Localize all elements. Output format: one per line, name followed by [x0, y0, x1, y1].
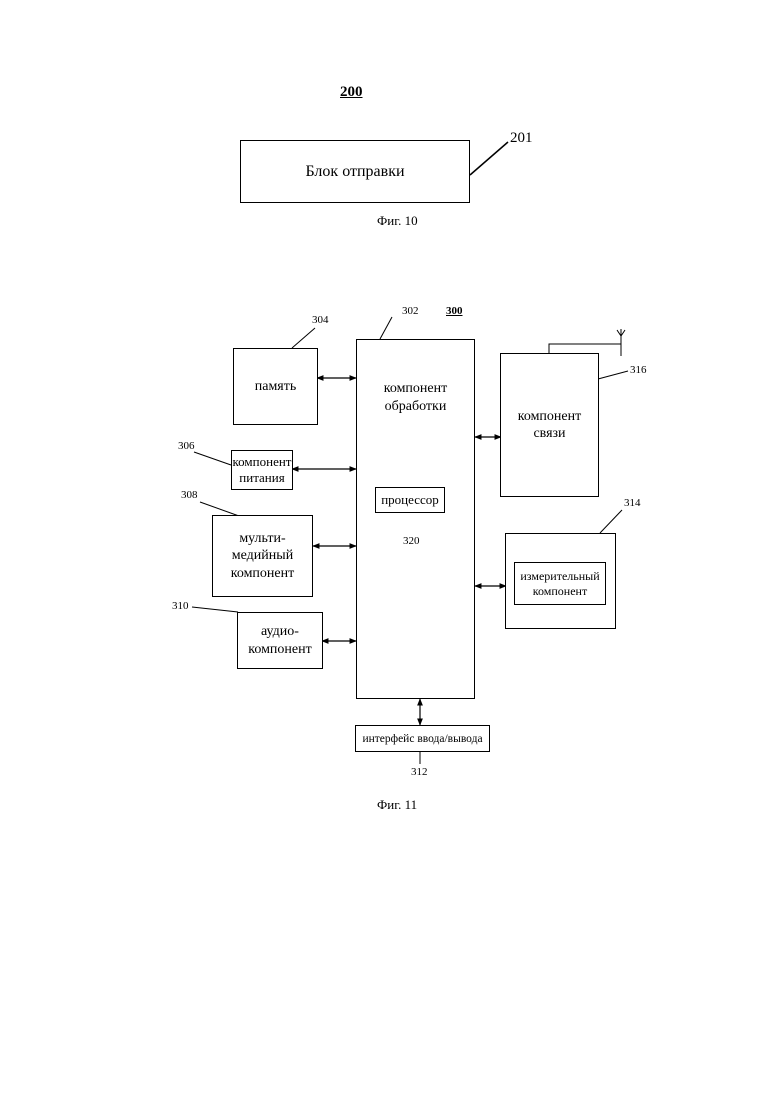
multimedia-label: мульти- медийный компонент: [231, 530, 295, 583]
power-leader: [194, 452, 231, 465]
processing-leader: [380, 317, 392, 339]
power-label: компонент питания: [233, 454, 292, 487]
processing-ref: 302: [402, 306, 419, 317]
processor-ref: 320: [403, 536, 420, 547]
send-block-leader: [470, 142, 508, 175]
multimedia-leader: [200, 502, 239, 516]
io-interface-ref: 312: [411, 767, 428, 778]
multimedia-box: мульти- медийный компонент: [212, 515, 313, 597]
multimedia-ref: 308: [181, 490, 198, 501]
memory-label: память: [255, 379, 297, 395]
memory-leader: [292, 328, 315, 348]
processing-label: компонент обработки: [357, 380, 474, 415]
sensor-label: измерительный компонент: [520, 569, 599, 599]
io-interface-box: интерфейс ввода/вывода: [355, 725, 490, 752]
comm-leader: [598, 371, 628, 379]
audio-box: аудио- компонент: [237, 612, 323, 669]
processor-box: процессор: [375, 487, 445, 513]
processing-component: компонент обработки: [356, 339, 475, 699]
memory-box: память: [233, 348, 318, 425]
audio-leader: [192, 607, 238, 612]
power-box: компонент питания: [231, 450, 293, 490]
io-interface-label: интерфейс ввода/вывода: [362, 733, 482, 745]
sensor-leader: [600, 510, 622, 533]
memory-ref: 304: [312, 315, 329, 326]
fig11-caption: Фиг. 11: [377, 797, 417, 813]
power-ref: 306: [178, 441, 195, 452]
sensor-outer-box: измерительный компонент: [505, 533, 616, 629]
sensor-inner-box: измерительный компонент: [514, 562, 606, 605]
audio-label: аудио- компонент: [248, 623, 312, 658]
sensor-ref: 314: [624, 498, 641, 509]
fig11-title: 300: [446, 306, 463, 317]
audio-ref: 310: [172, 601, 189, 612]
comm-ref: 316: [630, 365, 647, 376]
comm-label: компонент связи: [518, 408, 582, 443]
processor-label: процессор: [381, 492, 439, 508]
comm-box: компонент связи: [500, 353, 599, 497]
